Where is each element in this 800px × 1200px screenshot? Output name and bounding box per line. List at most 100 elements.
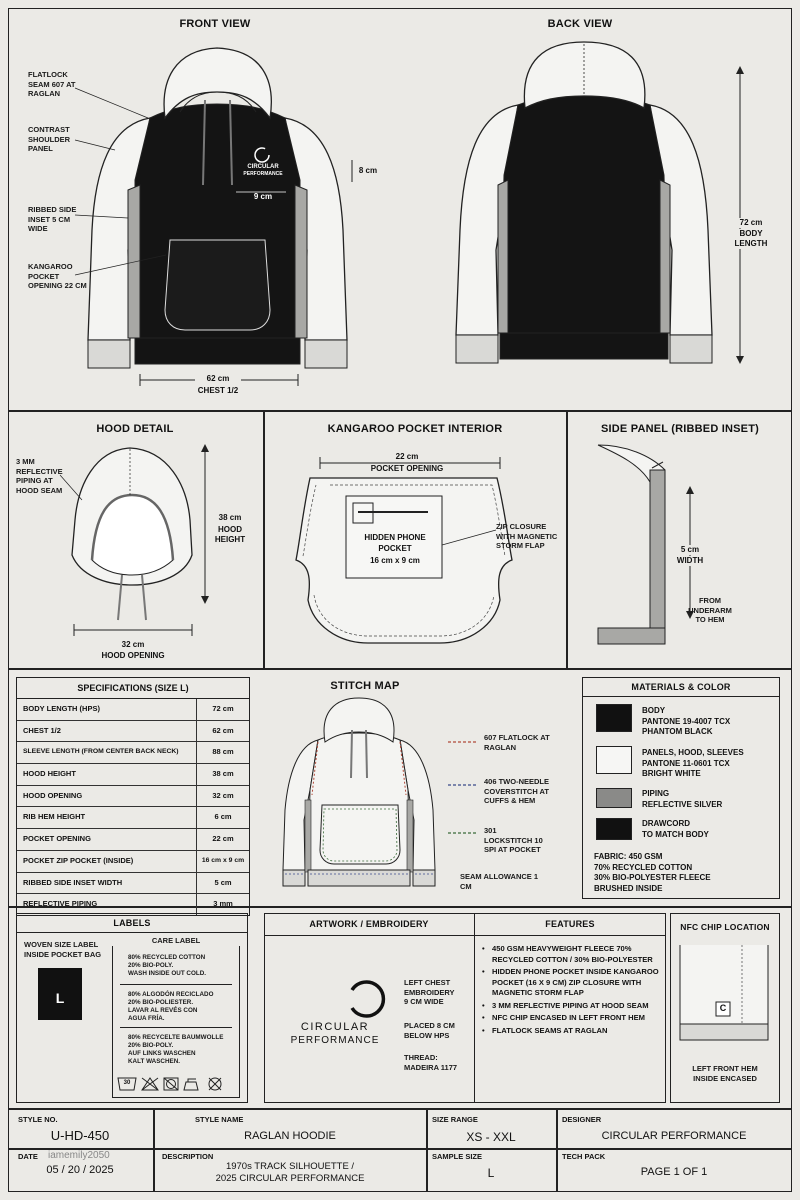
spec-value: 6 cm	[214, 812, 232, 822]
table-row: HOOD HEIGHT 38 cm	[17, 764, 249, 786]
spec-label: POCKET OPENING	[17, 829, 197, 850]
artwork-note-thread: THREAD:MADEIRA 1177	[404, 1053, 458, 1072]
callout-kangaroo-opening: KANGAROO POCKET OPENING 22 CM	[28, 262, 87, 290]
materials-title: MATERIALS & COLOR	[631, 682, 731, 692]
spec-label: RIB HEM HEIGHT	[17, 807, 197, 829]
divider	[263, 410, 265, 668]
back-view-title: BACK VIEW	[547, 18, 613, 30]
table-row: RIB HEM HEIGHT 6 cm	[17, 807, 249, 830]
spec-label: HOOD HEIGHT	[17, 764, 197, 785]
divider	[120, 1027, 232, 1028]
stitch-legend-flatlock: 607 FLATLOCK AT RAGLAN	[484, 733, 550, 752]
divider	[8, 1108, 792, 1110]
callout-hood-piping: 3 MM REFLECTIVE PIPING AT HOOD SEAM	[16, 457, 63, 495]
hood-height-dim: 38 cm	[218, 513, 242, 522]
labels-panel	[16, 913, 248, 1103]
seam-allowance-note: SEAM ALLOWANCE 1 CM	[460, 872, 539, 891]
phone-pocket-line2: POCKET	[378, 544, 412, 553]
spec-label: SLEEVE LENGTH (FROM CENTER BACK NECK)	[17, 742, 197, 764]
swatch-body	[596, 704, 632, 732]
pocket-interior-title: KANGAROO POCKET INTERIOR	[327, 423, 503, 435]
pocket-drawing	[295, 457, 513, 644]
side-panel-title: SIDE PANEL (RIBBED INSET)	[601, 423, 759, 435]
callout-zip-closure: ZIP CLOSURE WITH MAGNETIC STORM FLAP	[496, 522, 558, 550]
divider	[264, 935, 666, 936]
divider	[8, 410, 792, 412]
artwork-title: ARTWORK / EMBROIDERY	[309, 919, 429, 929]
sample-size-label: SAMPLE SIZE	[432, 1152, 483, 1161]
side-width-label: WIDTH	[670, 556, 710, 566]
table-row: POCKET OPENING 22 cm	[17, 829, 249, 851]
artwork-logo-text-2: PERFORMANCE	[290, 1035, 380, 1046]
nfc-caption: LEFT FRONT HEM INSIDE ENCASED	[692, 1064, 758, 1083]
spec-value: 38 cm	[212, 769, 234, 779]
list-item: •FLATLOCK SEAMS AT RAGLAN	[482, 1025, 608, 1035]
style-name-label: STYLE NAME	[195, 1115, 244, 1124]
logo-width-dim: 9 cm	[253, 192, 273, 201]
list-item: •3 MM REFLECTIVE PIPING AT HOOD SEAM	[482, 1000, 649, 1010]
hood-height-label: HOOD HEIGHT	[214, 525, 246, 544]
woven-size-label: L	[38, 968, 82, 1020]
spec-label: BODY LENGTH (HPS)	[17, 699, 197, 720]
spec-label: REFLECTIVE PIPING	[17, 894, 197, 915]
front-hoodie-drawing	[74, 47, 353, 386]
divider	[153, 1108, 155, 1192]
date-label: DATE	[18, 1152, 38, 1161]
spec-value: 22 cm	[212, 834, 234, 844]
side-width-dim: 5 cm	[670, 545, 710, 555]
callout-contrast-panel: CONTRAST SHOULDER PANEL	[28, 125, 71, 153]
body-length-label: BODY LENGTH	[728, 229, 774, 249]
spec-value: 62 cm	[212, 725, 234, 735]
swatch-drawcord	[596, 818, 632, 840]
divider	[582, 696, 780, 697]
nfc-drawing	[679, 945, 769, 1041]
divider	[120, 984, 232, 985]
list-item: •HIDDEN PHONE POCKET INSIDE KANGAROO POC…	[482, 967, 659, 997]
table-row: SLEEVE LENGTH (FROM CENTER BACK NECK)88 …	[17, 742, 249, 765]
spec-label: HOOD OPENING	[17, 785, 197, 807]
divider	[556, 1108, 558, 1192]
callout-underarm-hem: FROM UNDERARM TO HEM	[688, 596, 732, 624]
tech-pack-label: TECH PACK	[562, 1152, 606, 1161]
swatch-panels	[596, 746, 632, 774]
size-range-value: XS - XXL	[466, 1130, 516, 1144]
side-panel-drawing	[597, 444, 694, 645]
tech-pack-value: PAGE 1 OF 1	[640, 1166, 708, 1178]
hood-opening-label: HOOD OPENING	[101, 651, 165, 660]
divider	[474, 913, 475, 1103]
description-value-2: 2025 CIRCULAR PERFORMANCE	[215, 1173, 365, 1184]
spec-value: 5 cm	[214, 877, 232, 887]
stitch-map-drawing	[282, 697, 476, 887]
stitch-legend-coverstitch: 406 TWO-NEEDLE COVERSTITCH AT CUFFS & HE…	[484, 777, 550, 805]
size-letter: L	[55, 990, 65, 1006]
callout-flatlock: FLATLOCK SEAM 607 AT RAGLAN	[28, 70, 76, 98]
pocket-opening-dim: 22 cm	[385, 452, 429, 462]
list-item: •450 GSM HEAVYWEIGHT FLEECE 70% RECYCLED…	[482, 944, 653, 964]
divider	[426, 1108, 428, 1192]
divider	[8, 668, 792, 670]
specifications-table: SPECIFICATIONS (SIZE L) BODY LENGTH (HPS…	[16, 677, 250, 916]
feature-list: •450 GSM HEAVYWEIGHT FLEECE 70% RECYCLED…	[482, 944, 662, 1036]
callout-ribbed-inset: RIBBED SIDE INSET 5 CM WIDE	[28, 205, 77, 233]
hood-opening-dim: 32 cm	[121, 640, 145, 649]
style-no-value: U-HD-450	[50, 1128, 110, 1143]
phone-pocket-line3: 16 cm x 9 cm	[370, 556, 420, 565]
nfc-chip-letter: C	[719, 1003, 727, 1013]
front-logo-text-2: PERFORMANCE	[243, 171, 283, 177]
care-symbols	[117, 1077, 222, 1091]
phone-pocket-line1: HIDDEN PHONE	[364, 533, 426, 542]
style-no-label: STYLE NO.	[18, 1115, 58, 1124]
spec-label: POCKET ZIP POCKET (INSIDE)	[17, 850, 197, 872]
